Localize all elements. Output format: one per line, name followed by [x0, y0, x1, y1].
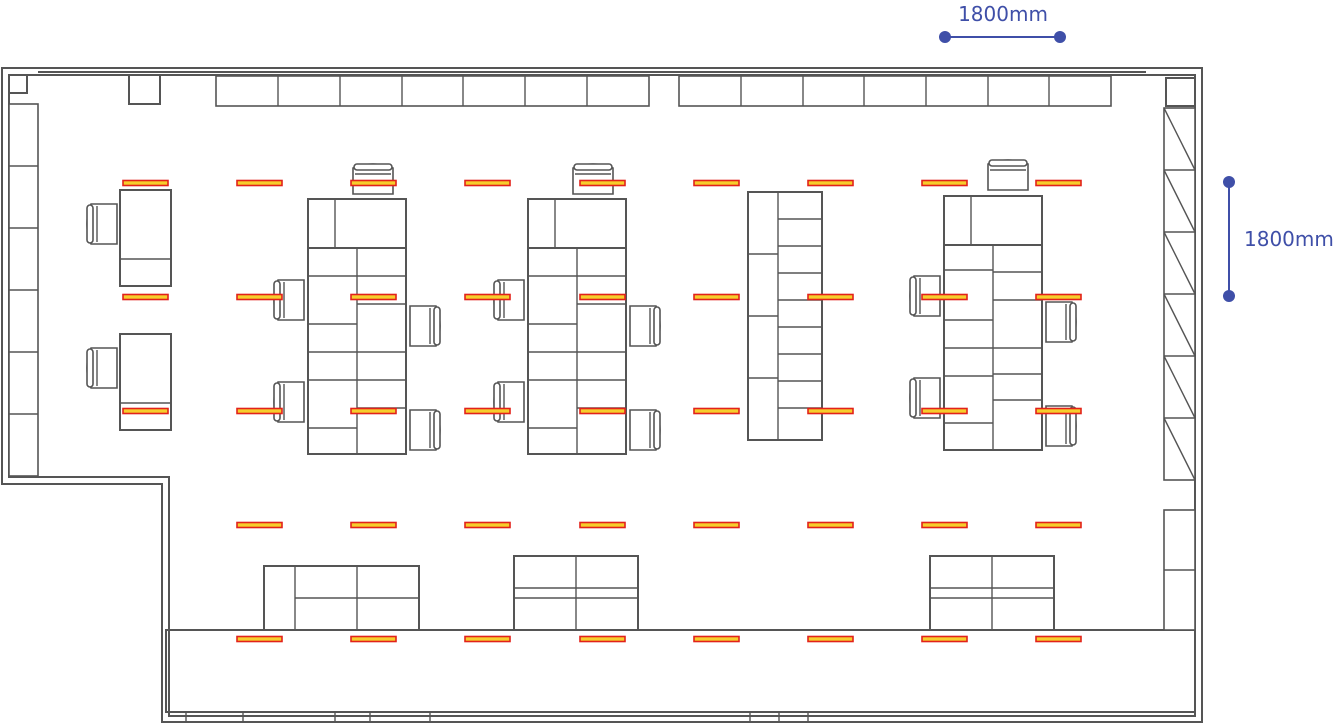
ceiling-light-icon: [921, 635, 968, 643]
chair-icon: [409, 305, 441, 347]
ceiling-light-icon: [807, 293, 854, 301]
ceiling-lights: [122, 179, 1082, 643]
workstations: [119, 189, 1055, 631]
chair-icon: [629, 409, 661, 451]
chair-icon: [1045, 301, 1077, 343]
lower-cabinet-3: [929, 555, 1055, 631]
ceiling-light-icon: [236, 635, 283, 643]
ceiling-light-icon: [236, 293, 283, 301]
ceiling-light-icon: [464, 521, 511, 529]
ceiling-light-icon: [579, 521, 626, 529]
dimension-vertical: 1800mm: [1223, 176, 1334, 302]
ceiling-light-icon: [579, 635, 626, 643]
inner-wall: [8, 74, 1196, 717]
ceiling-light-icon: [807, 407, 854, 415]
storage-cabinets: [8, 75, 1196, 631]
corner-column-right: [1165, 77, 1196, 107]
dimension-marker-icon: [1223, 290, 1235, 302]
desk-cluster-2: [527, 198, 627, 455]
top-cabinets-right: [678, 75, 1112, 107]
ceiling-light-icon: [807, 521, 854, 529]
left-wall-cabinets: [8, 103, 39, 477]
ceiling-light-icon: [921, 179, 968, 187]
ceiling-light-icon: [1035, 293, 1082, 301]
chair-icon: [987, 159, 1029, 191]
ceiling-light-icon: [464, 407, 511, 415]
dimension-horizontal: 1800mm: [939, 2, 1066, 43]
chair-icon: [493, 381, 525, 423]
building-walls: [1, 67, 1203, 723]
pillar-top: [128, 74, 161, 105]
desk-cluster-1: [307, 198, 407, 455]
ceiling-light-icon: [464, 635, 511, 643]
desk-cluster-4: [943, 195, 1043, 451]
ceiling-light-icon: [1035, 407, 1082, 415]
chair-icon: [86, 203, 118, 245]
chair-icon: [273, 381, 305, 423]
single-desk-1: [119, 189, 172, 287]
ceiling-light-icon: [350, 293, 397, 301]
ceiling-light-icon: [693, 635, 740, 643]
ceiling-light-icon: [236, 521, 283, 529]
ceiling-light-icon: [1035, 179, 1082, 187]
outer-wall: [1, 67, 1203, 723]
ceiling-light-icon: [1035, 635, 1082, 643]
ceiling-light-icon: [693, 521, 740, 529]
dimension-marker-icon: [1054, 31, 1066, 43]
ceiling-light-icon: [122, 293, 169, 301]
ceiling-light-icon: [1035, 521, 1082, 529]
corner-column-left: [8, 74, 28, 94]
bottom-wall-ticks: [185, 712, 809, 722]
lower-cabinet-1: [263, 565, 420, 631]
desk-cluster-3: [747, 191, 823, 441]
ceiling-light-icon: [693, 179, 740, 187]
chair-icon: [572, 163, 614, 195]
ceiling-light-icon: [921, 293, 968, 301]
ceiling-light-icon: [921, 521, 968, 529]
dimension-marker-icon: [1223, 176, 1235, 188]
ceiling-light-icon: [579, 179, 626, 187]
ceiling-light-icon: [807, 635, 854, 643]
ceiling-light-icon: [693, 293, 740, 301]
chair-icon: [409, 409, 441, 451]
ceiling-light-icon: [693, 407, 740, 415]
dimension-label-vertical: 1800mm: [1244, 227, 1334, 251]
chair-icon: [352, 163, 394, 195]
chair-icon: [629, 305, 661, 347]
ceiling-light-icon: [579, 407, 626, 415]
ceiling-light-icon: [464, 293, 511, 301]
ceiling-light-icon: [350, 179, 397, 187]
ceiling-light-icon: [350, 521, 397, 529]
ceiling-light-icon: [122, 407, 169, 415]
ceiling-light-icon: [350, 407, 397, 415]
top-cabinets-left: [215, 75, 650, 107]
ceiling-light-icon: [807, 179, 854, 187]
dimension-marker-icon: [939, 31, 951, 43]
lower-cabinet-2: [513, 555, 639, 631]
chair-icon: [86, 347, 118, 389]
ceiling-light-icon: [236, 407, 283, 415]
ceiling-light-icon: [236, 179, 283, 187]
ceiling-light-icon: [464, 179, 511, 187]
ceiling-light-icon: [350, 635, 397, 643]
ceiling-light-icon: [921, 407, 968, 415]
right-wall-cabinets-lower: [1163, 509, 1196, 631]
right-wall-shelving: [1163, 107, 1196, 481]
ceiling-light-icon: [579, 293, 626, 301]
ceiling-light-icon: [122, 179, 169, 187]
single-desk-2: [119, 333, 172, 431]
dimension-label-horizontal: 1800mm: [958, 2, 1048, 26]
